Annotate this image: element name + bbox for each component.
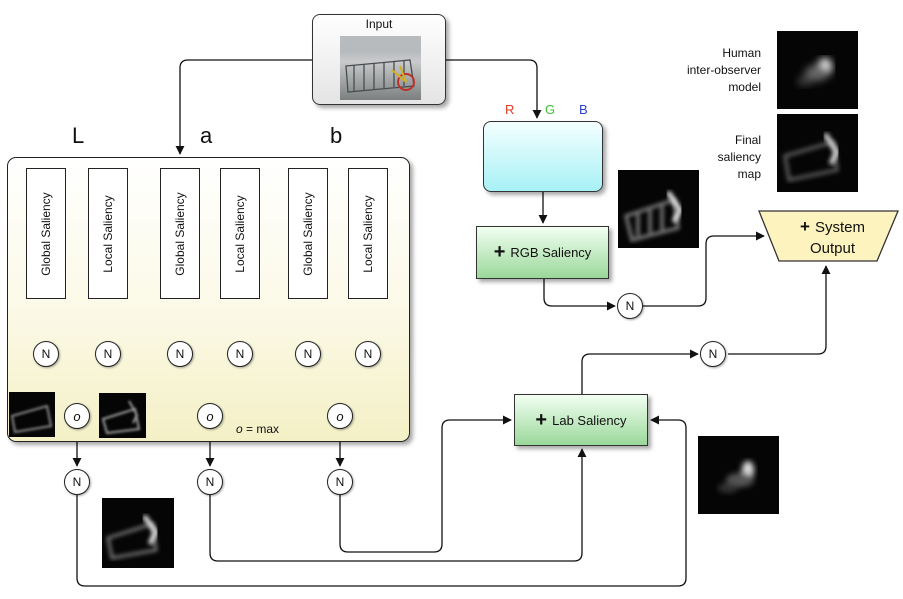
normalize-node: N [167, 341, 193, 367]
channel-label-a: a [200, 123, 213, 148]
l-local-saliency-box: Local Saliency [88, 168, 128, 299]
rgb-channel-split-box [483, 121, 603, 192]
normalize-node: N [355, 341, 381, 367]
normalize-node: N [227, 341, 253, 367]
b-global-saliency-box: Global Saliency [288, 168, 328, 299]
system-output-line1: System [814, 219, 865, 236]
normalize-node: N [327, 469, 353, 495]
rgb-saliency-map [618, 170, 699, 248]
rgb-plus-sign: + [493, 241, 506, 263]
l-global-saliency-box: Global Saliency [26, 168, 66, 299]
human-label-line3: model [728, 80, 761, 94]
final-saliency-map [777, 114, 858, 192]
combine-operator-note: o = max [236, 422, 280, 436]
normalize-node: N [295, 341, 321, 367]
rgb-saliency-label: RGB Saliency [510, 245, 592, 260]
human-observer-map [777, 31, 858, 109]
input-block: Input [312, 14, 446, 105]
rgb-saliency-box: + RGB Saliency [476, 226, 609, 279]
final-label-line3: map [737, 167, 761, 181]
normalize-node: N [33, 341, 59, 367]
a-local-saliency-box: Local Saliency [220, 168, 260, 299]
rgb-letter-g: G [545, 102, 556, 117]
lab-combined-map [102, 498, 174, 568]
human-label-line1: Human [722, 46, 761, 60]
max-combine-node: o [197, 403, 223, 429]
a-global-saliency-box: Global Saliency [160, 168, 200, 299]
lab-saliency-box: + Lab Saliency [514, 394, 648, 446]
l-global-map-thumb [9, 392, 55, 437]
final-map-label: Final saliency map [680, 132, 761, 183]
human-label-line2: inter-observer [686, 63, 761, 77]
normalize-node: N [700, 341, 726, 367]
lab-channels-panel [7, 157, 410, 442]
final-label-line1: Final [734, 133, 761, 147]
lab-saliency-map [698, 436, 779, 514]
channel-label-l: L [72, 123, 85, 148]
rgb-letter-r: R [505, 102, 515, 117]
l-local-map-thumb [99, 393, 146, 438]
system-output-line2: Output [809, 240, 856, 257]
human-model-label: Human inter-observer model [660, 45, 761, 96]
input-image [340, 36, 421, 100]
system-output-box: +System Output [757, 209, 900, 263]
normalize-node: N [197, 469, 223, 495]
b-local-saliency-box: Local Saliency [348, 168, 388, 299]
max-combine-node: o [327, 403, 353, 429]
normalize-node: N [64, 469, 90, 495]
final-label-line2: saliency [717, 150, 761, 164]
lab-plus-sign: + [535, 408, 548, 431]
input-title: Input [365, 17, 393, 31]
normalize-node: N [617, 293, 643, 319]
system-output-plus: + [800, 217, 810, 236]
rgb-letter-b: B [579, 102, 588, 117]
normalize-node: N [95, 341, 121, 367]
lab-saliency-label: Lab Saliency [552, 412, 627, 428]
max-combine-node: o [64, 403, 90, 429]
channel-label-b: b [330, 123, 343, 148]
